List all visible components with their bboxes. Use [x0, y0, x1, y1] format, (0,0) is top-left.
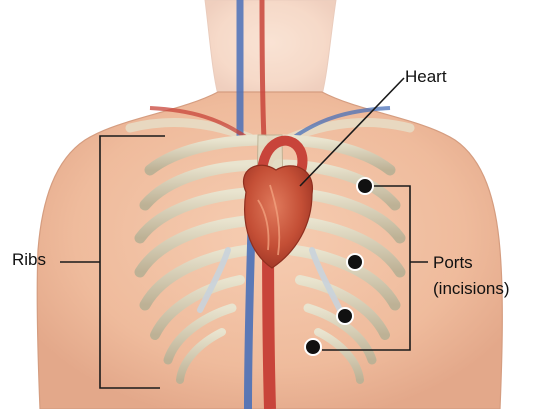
port-marker: [337, 308, 353, 324]
neck: [205, 0, 336, 95]
port-marker: [357, 178, 373, 194]
port-marker: [305, 339, 321, 355]
right-carotid-artery: [262, 0, 264, 140]
ribs-label: Ribs: [12, 250, 46, 270]
port-marker: [347, 254, 363, 270]
ports-label: Ports: [433, 253, 473, 273]
heart-label: Heart: [405, 67, 447, 87]
ports-label-subtitle: (incisions): [433, 279, 510, 299]
